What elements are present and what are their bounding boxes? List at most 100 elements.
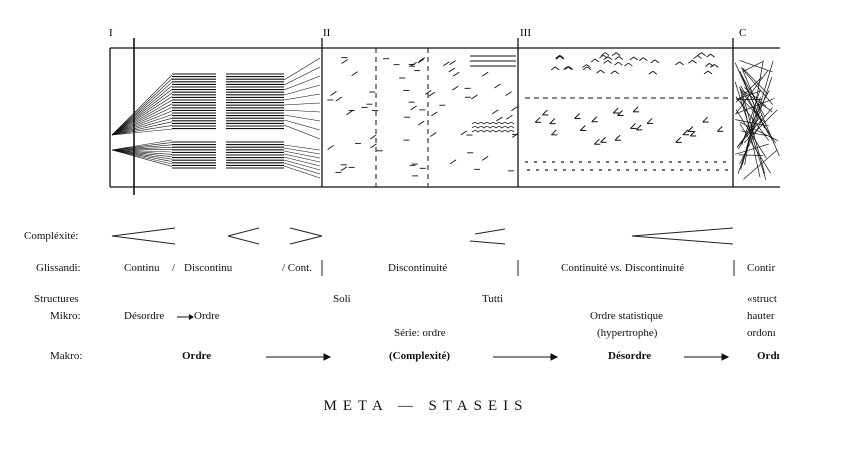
fan-line <box>283 162 321 175</box>
section-label-2: II <box>323 27 331 39</box>
glyph-mark <box>632 106 639 113</box>
tangle-line <box>735 70 768 114</box>
mikro-hauter: hauter <box>747 310 775 322</box>
arc-mark <box>648 70 654 75</box>
short-mark <box>351 71 358 76</box>
arc-mark <box>600 69 605 74</box>
arc-mark <box>550 66 556 71</box>
score-frame <box>109 38 780 195</box>
short-mark <box>481 71 489 77</box>
arc-mark <box>618 56 624 60</box>
glyph-mark <box>549 118 556 125</box>
glyph-mark <box>702 116 709 123</box>
short-mark <box>494 83 501 89</box>
fan-line <box>111 139 173 151</box>
mikro-serie: Série: ordre <box>394 327 446 339</box>
short-mark <box>335 96 342 102</box>
fan-line <box>283 144 321 151</box>
arc-mark <box>568 66 574 70</box>
glyph-mark <box>617 110 623 116</box>
arc-mark <box>705 63 710 67</box>
short-mark <box>340 166 348 172</box>
fan-line <box>111 125 173 136</box>
score-marks <box>111 52 780 180</box>
fan-line <box>283 93 321 101</box>
page-title: META — STASEIS <box>323 398 529 414</box>
short-mark <box>460 130 468 136</box>
arc-mark <box>707 70 713 75</box>
graphic-score: I II III C <box>109 27 780 195</box>
glyph-mark <box>534 116 541 123</box>
fan-line <box>283 119 321 131</box>
arc-mark <box>709 64 715 68</box>
arc-mark <box>629 56 634 61</box>
fan-line <box>283 102 321 106</box>
arc-mark <box>697 55 702 59</box>
fan-line <box>111 89 173 136</box>
arc-mark <box>563 66 568 70</box>
glyph-mark <box>614 134 621 141</box>
arc-mark <box>600 52 606 56</box>
short-mark <box>418 57 426 62</box>
short-mark <box>443 61 450 67</box>
tangle-line <box>743 61 763 72</box>
section-label-1: I <box>109 27 113 39</box>
arc-mark <box>679 61 684 66</box>
arc-mark <box>697 52 702 56</box>
tangle-line <box>735 143 769 155</box>
makro-desordre: Désordre <box>608 350 652 362</box>
wedge-crescendo-2 <box>227 227 260 245</box>
glyph-mark <box>542 109 548 116</box>
short-mark <box>369 134 377 140</box>
glissandi-discontinu: Discontinu <box>184 262 233 274</box>
arc-mark <box>615 52 621 56</box>
glyph-mark <box>579 125 586 131</box>
tangle-line <box>740 74 766 118</box>
arc-mark <box>633 56 638 61</box>
fan-line <box>283 114 321 122</box>
fan-line <box>111 149 173 155</box>
short-mark <box>449 159 457 165</box>
fan-line <box>111 149 173 160</box>
makro-complexite: (Complexité) <box>389 350 451 362</box>
glissandi-continu: Continu <box>124 262 160 274</box>
tangle-line <box>742 69 780 156</box>
glyph-mark <box>551 129 557 136</box>
arc-mark <box>688 59 693 64</box>
section-label-3: III <box>520 27 531 39</box>
arc-mark <box>582 66 588 71</box>
arc-mark <box>614 61 619 66</box>
short-mark <box>431 111 438 117</box>
mikro-ordre: Ordre <box>194 310 220 322</box>
arc-mark <box>554 66 560 71</box>
fan-line <box>111 81 173 136</box>
short-mark <box>327 145 334 150</box>
arc-mark <box>603 56 609 60</box>
arc-mark <box>618 61 623 66</box>
fan-line <box>111 96 173 136</box>
glissandi-contir: Contir <box>747 262 776 274</box>
tangle-line <box>740 67 773 105</box>
glyph-mark <box>600 136 606 143</box>
wedge-decrescendo-1 <box>289 227 323 245</box>
fan-line <box>283 165 321 179</box>
fan-line <box>111 74 173 136</box>
arc-mark <box>604 52 610 56</box>
arc-mark <box>706 53 711 58</box>
short-mark <box>417 120 425 126</box>
glissandi-continuite-vs: Continuité vs. Discontinuité <box>561 262 685 274</box>
wave-line <box>471 130 515 133</box>
wedge-crescendo-1 <box>111 227 176 245</box>
fan-line <box>283 159 321 171</box>
fan-line <box>111 110 173 136</box>
short-mark <box>430 132 437 137</box>
arc-mark <box>586 66 592 71</box>
structures-struct: «struct <box>747 293 777 305</box>
mikro-desordre: Désordre <box>124 310 165 322</box>
fan-line <box>283 124 321 140</box>
fan-line <box>111 144 173 151</box>
short-mark <box>346 110 353 116</box>
short-mark <box>448 67 455 73</box>
fan-line <box>111 149 173 162</box>
